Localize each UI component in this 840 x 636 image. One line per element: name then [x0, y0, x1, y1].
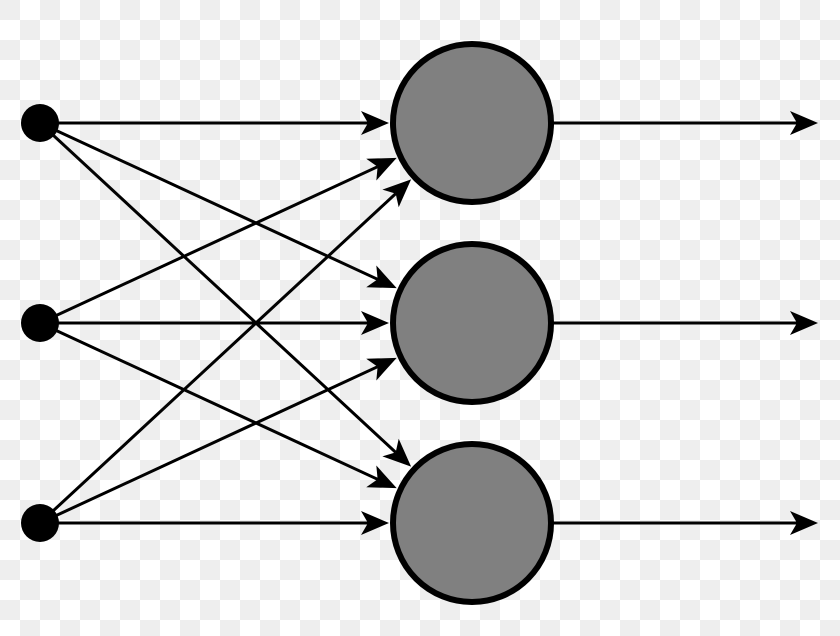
edge-input-1-to-neuron-1-arrowhead — [361, 111, 389, 135]
edge-input-3-to-neuron-2 — [39, 365, 379, 525]
edge-input-3-to-neuron-1-arrowhead — [382, 179, 412, 208]
edge-input-1-to-neuron-2-arrowhead — [366, 265, 397, 289]
edge-input-3-to-neuron-3-arrowhead — [361, 511, 389, 535]
input-node-3 — [21, 504, 59, 542]
input-node-2 — [21, 304, 59, 342]
nodes — [21, 41, 554, 605]
edge-input-3-to-neuron-1 — [38, 192, 397, 525]
output-arrow-1-arrowhead — [790, 111, 818, 135]
edge-input-3-to-neuron-2-arrowhead — [366, 357, 397, 381]
edge-input-1-to-neuron-3 — [38, 121, 397, 454]
edge-input-1-to-neuron-3-arrowhead — [382, 438, 412, 467]
neuron-2 — [390, 241, 554, 405]
input-node-1 — [21, 104, 59, 142]
output-arrow-3-arrowhead — [790, 511, 818, 535]
neuron-3 — [390, 441, 554, 605]
edge-input-2-to-neuron-3 — [39, 321, 379, 481]
connections — [38, 111, 818, 535]
edge-input-1-to-neuron-2 — [39, 121, 379, 281]
edge-input-2-to-neuron-1-arrowhead — [366, 157, 397, 181]
edge-input-2-to-neuron-2-arrowhead — [361, 311, 389, 335]
neuron-1 — [390, 41, 554, 205]
output-arrow-2-arrowhead — [790, 311, 818, 335]
edge-input-2-to-neuron-3-arrowhead — [366, 465, 397, 489]
edge-input-2-to-neuron-1 — [39, 165, 379, 325]
